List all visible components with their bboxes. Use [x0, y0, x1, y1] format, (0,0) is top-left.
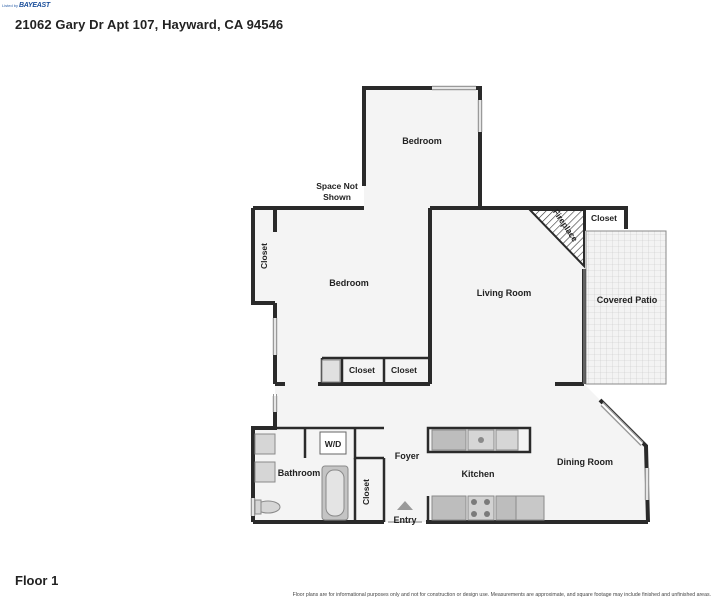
window-dining-angle-a	[602, 401, 644, 444]
burner-4	[484, 511, 490, 517]
label-covered-patio: Covered Patio	[597, 295, 658, 305]
label-closet-entry: Closet	[361, 479, 371, 505]
label-entry: Entry	[393, 515, 416, 525]
closet-shelf	[321, 359, 341, 383]
label-washer-dryer: W/D	[325, 439, 342, 449]
windows	[250, 85, 650, 516]
toilet-tank	[254, 499, 262, 515]
sink-drain	[478, 437, 484, 443]
logo-brand-text: BAYEAST	[19, 1, 50, 9]
wall-bedroom-top	[362, 86, 482, 208]
sink-2	[254, 461, 276, 483]
fireplace-hearth	[527, 209, 585, 269]
label-dining-room: Dining Room	[557, 457, 613, 467]
window-dining-angle	[600, 402, 644, 446]
burner-2	[484, 499, 490, 505]
label-space-not-shown-1: Space Not	[316, 181, 358, 191]
refrigerator	[515, 495, 545, 521]
disclaimer-text: Floor plans are for informational purpos…	[292, 592, 711, 598]
floor-bedroom-main	[275, 208, 430, 384]
label-closet-mid2: Closet	[391, 365, 417, 375]
floor-closet-left	[253, 208, 275, 303]
label-closet-top-right: Closet	[591, 213, 617, 223]
label-foyer: Foyer	[395, 451, 420, 461]
window-dining-angle-b	[600, 404, 642, 447]
floor-bedroom-top	[364, 88, 480, 208]
kitchen-counter-lower-left	[431, 495, 467, 521]
entry-arrow-icon	[397, 501, 413, 510]
label-space-not-shown-2: Shown	[323, 192, 351, 202]
label-living-room: Living Room	[477, 288, 532, 298]
property-address: 21062 Gary Dr Apt 107, Hayward, CA 94546	[15, 17, 284, 32]
burner-3	[471, 511, 477, 517]
wall-closet-top-right	[584, 206, 628, 229]
brokerage-logo: Listed by BAYEAST	[2, 1, 50, 9]
logo-small-text: Listed by	[2, 2, 19, 8]
kitchen-counter-left	[431, 429, 467, 451]
label-bedroom-main: Bedroom	[329, 278, 369, 288]
washer-dryer-box	[319, 431, 347, 455]
label-closet-mid1: Closet	[349, 365, 375, 375]
floor-label: Floor 1	[15, 573, 59, 588]
label-closet-left: Closet	[259, 243, 269, 269]
sink-1	[254, 433, 276, 455]
bathtub-basin	[325, 469, 345, 517]
stove-burners	[471, 499, 490, 517]
stove	[467, 495, 495, 521]
patio-outline	[585, 230, 667, 385]
wall-kitchen-upper-counter	[426, 426, 532, 454]
kitchen-sink-right	[495, 429, 519, 451]
burner-1	[471, 499, 477, 505]
wall-closet-left	[251, 208, 275, 305]
label-kitchen: Kitchen	[461, 469, 494, 479]
floor-covered-patio	[586, 231, 666, 384]
label-bedroom-top: Bedroom	[402, 136, 442, 146]
kitchen-counter-lower-mid	[495, 495, 517, 521]
label-bathroom: Bathroom	[278, 468, 321, 478]
